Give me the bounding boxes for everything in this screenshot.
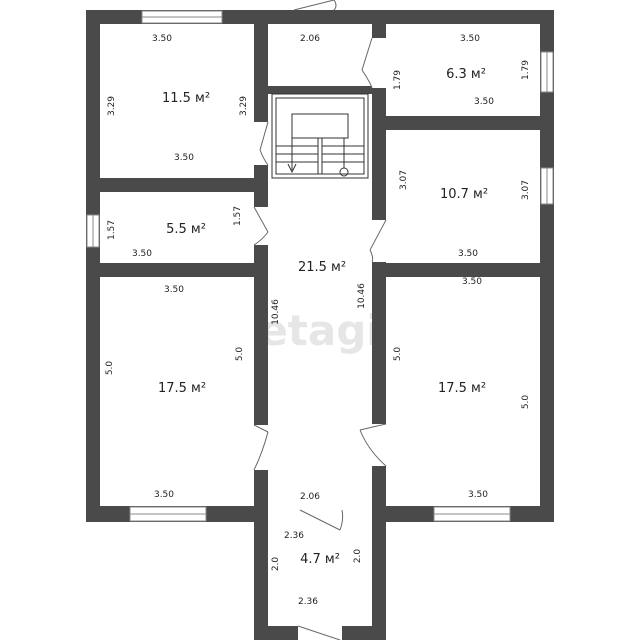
dim-label: 3.29 bbox=[239, 96, 249, 116]
room-br-area: 17.5 м² bbox=[438, 381, 486, 396]
dim-label: 3.50 bbox=[458, 249, 478, 259]
hall-area: 21.5 м² bbox=[298, 260, 346, 275]
dim-label: 2.36 bbox=[284, 531, 304, 541]
area-labels: 11.5 м² 6.3 м² 5.5 м² 10.7 м² 21.5 м² 17… bbox=[158, 67, 488, 567]
dim-label: 5.0 bbox=[235, 347, 245, 362]
room-tr-area: 6.3 м² bbox=[446, 67, 486, 82]
dim-label: 2.06 bbox=[300, 34, 320, 44]
dim-label: 3.50 bbox=[462, 277, 482, 287]
dim-label: 3.50 bbox=[474, 97, 494, 107]
dimension-labels: 3.50 3.29 3.29 3.50 3.50 1.79 1.79 3.50 … bbox=[105, 34, 531, 607]
dim-label: 10.46 bbox=[357, 283, 367, 309]
dim-label: 2.0 bbox=[271, 557, 281, 572]
room-bl-area: 17.5 м² bbox=[158, 381, 206, 396]
dim-label: 5.0 bbox=[393, 347, 403, 362]
dim-label: 3.50 bbox=[164, 285, 184, 295]
stairs bbox=[271, 93, 369, 179]
dim-label: 3.50 bbox=[152, 34, 172, 44]
dim-label: 3.07 bbox=[521, 180, 531, 200]
dim-label: 3.50 bbox=[132, 249, 152, 259]
room-small-area: 5.5 м² bbox=[166, 222, 206, 237]
dim-label: 1.57 bbox=[107, 220, 117, 240]
dim-label: 3.50 bbox=[468, 490, 488, 500]
room-r2-area: 10.7 м² bbox=[440, 187, 488, 202]
dim-label: 5.0 bbox=[105, 361, 115, 376]
dim-label: 2.0 bbox=[353, 549, 363, 564]
dim-label: 2.36 bbox=[298, 597, 318, 607]
dim-label: 2.06 bbox=[300, 492, 320, 502]
dim-label: 5.0 bbox=[521, 395, 531, 410]
dim-label: 1.79 bbox=[521, 60, 531, 80]
dim-label: 1.79 bbox=[393, 70, 403, 90]
doors bbox=[253, 0, 387, 640]
dim-label: 3.29 bbox=[107, 96, 117, 116]
vestibule-area: 4.7 м² bbox=[300, 552, 340, 567]
dim-label: 3.07 bbox=[399, 170, 409, 190]
dim-label: 3.50 bbox=[174, 153, 194, 163]
dim-label: 1.57 bbox=[233, 206, 243, 226]
dim-label: 3.50 bbox=[460, 34, 480, 44]
room-tl-area: 11.5 м² bbox=[162, 91, 210, 106]
window-lines bbox=[92, 16, 548, 515]
dim-label: 3.50 bbox=[154, 490, 174, 500]
dim-label: 10.46 bbox=[271, 299, 281, 325]
watermark: etagi bbox=[259, 306, 380, 355]
